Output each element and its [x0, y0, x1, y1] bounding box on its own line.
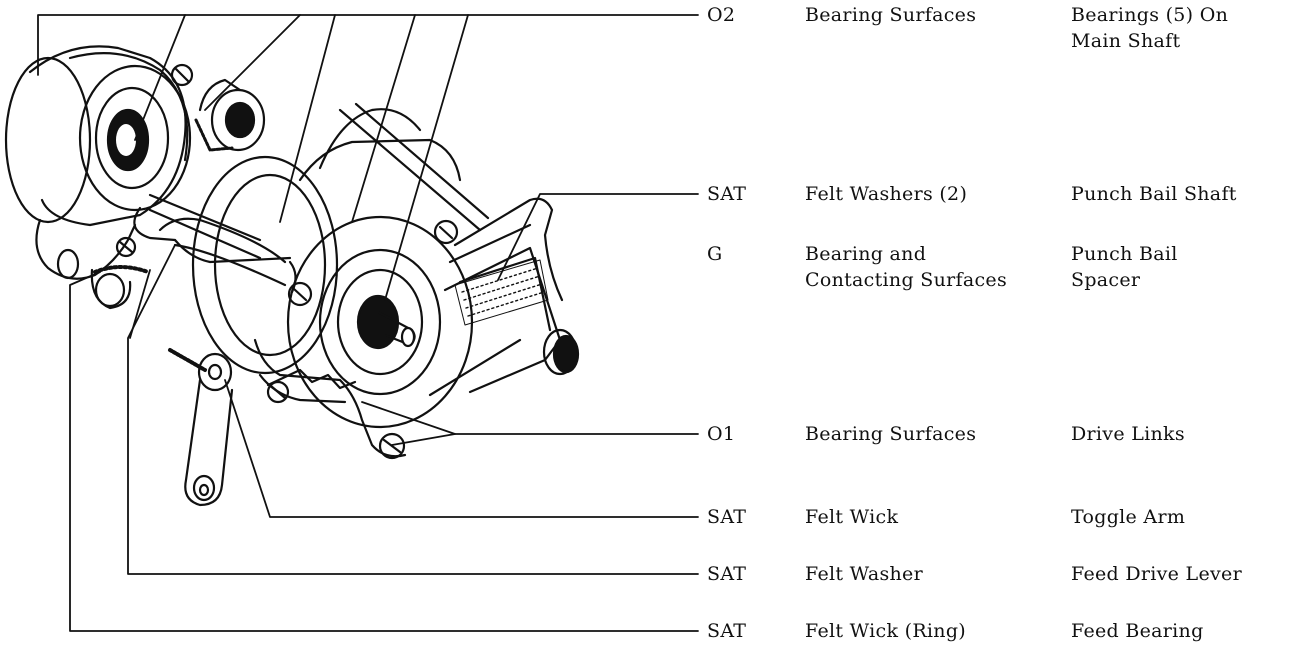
part-name: Felt Wick [805, 506, 899, 528]
lubricant-code: SAT [707, 183, 747, 205]
main-shaft [133, 193, 287, 287]
part-name: Bearing Surfaces [805, 423, 977, 445]
leader-lines [37, 14, 699, 632]
lubricant-code: SAT [707, 506, 747, 528]
punch-bail-flange [173, 102, 580, 460]
lubricant-code: O1 [707, 423, 736, 445]
part-name: Felt Wick (Ring) [805, 620, 967, 642]
part-name: Bearing and [805, 243, 927, 265]
part-name-line2: Contacting Surfaces [805, 269, 1007, 291]
location-name: Punch Bail Shaft [1071, 183, 1237, 205]
location-name: Drive Links [1071, 423, 1185, 445]
location-name: Feed Bearing [1071, 620, 1204, 642]
lubricant-code: SAT [707, 563, 747, 585]
lubricant-code: SAT [707, 620, 747, 642]
part-name: Felt Washers (2) [805, 183, 968, 205]
lubricant-code: O2 [707, 4, 736, 26]
location-name-line2: Spacer [1071, 269, 1141, 291]
gear-pin [194, 78, 266, 152]
location-name: Punch Bail [1071, 243, 1178, 265]
location-name: Feed Drive Lever [1071, 563, 1242, 585]
feed-bearing-housing [4, 45, 194, 310]
toggle-arm [168, 348, 234, 507]
lubricant-code: G [707, 243, 723, 265]
part-name: Bearing Surfaces [805, 4, 977, 26]
location-name: Toggle Arm [1071, 506, 1186, 528]
part-name: Felt Washer [805, 563, 923, 585]
location-name: Bearings (5) On [1071, 4, 1229, 26]
location-name-line2: Main Shaft [1071, 30, 1181, 52]
